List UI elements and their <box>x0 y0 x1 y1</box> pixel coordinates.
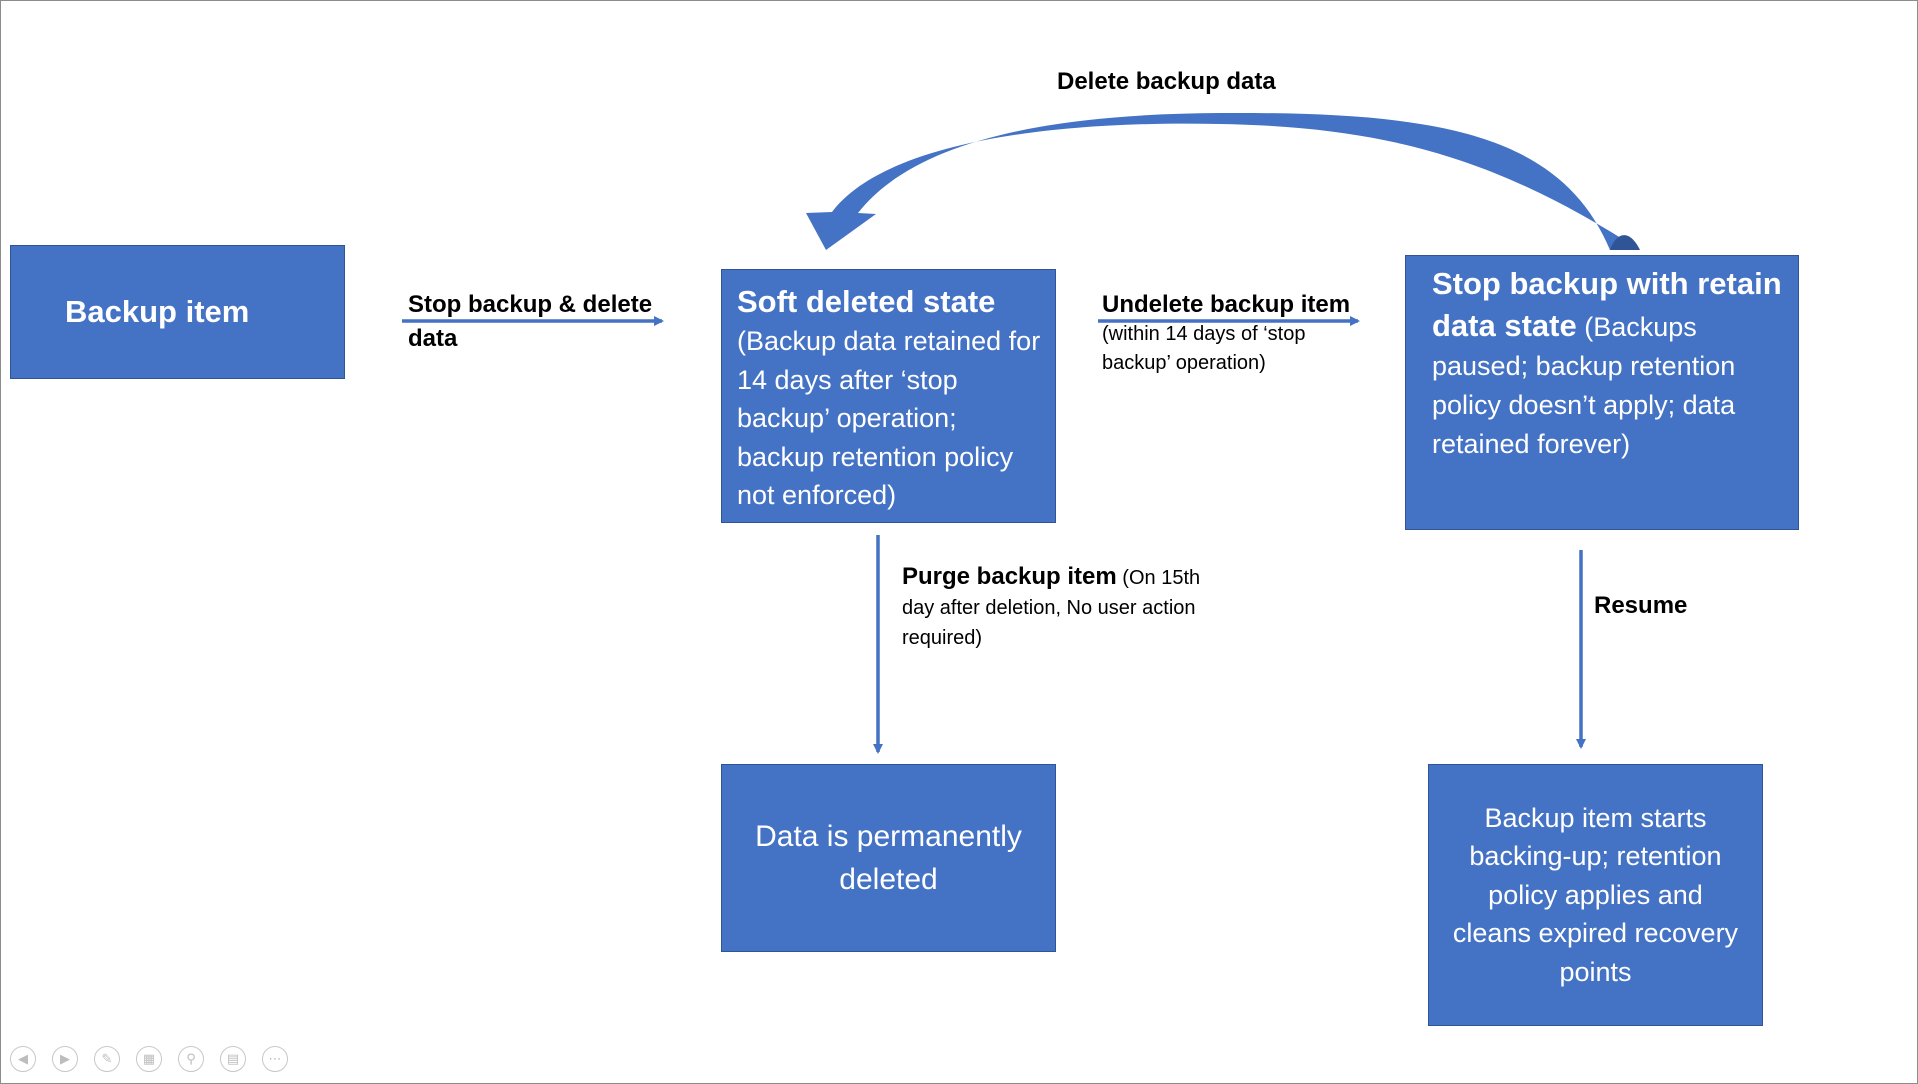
node-stop-retain: Stop backup with retain data state (Back… <box>1405 255 1799 530</box>
node-backup-item-label: Backup item <box>65 294 250 329</box>
next-slide-icon[interactable]: ▶ <box>52 1046 78 1072</box>
subtitles-icon[interactable]: ▤ <box>220 1046 246 1072</box>
node-soft-deleted-detail: (Backup data retained for 14 days after … <box>737 326 1041 510</box>
node-resumed: Backup item starts backing-up; retention… <box>1428 764 1763 1026</box>
edge-label-resume: Resume <box>1594 592 1688 619</box>
node-backup-item: Backup item <box>10 245 345 379</box>
node-resumed-label: Backup item starts backing-up; retention… <box>1452 802 1739 987</box>
edge-label-purge-detail: (On 15th day after deletion, No user act… <box>902 567 1201 649</box>
previous-slide-icon[interactable]: ◀ <box>10 1046 36 1072</box>
edge-label-purge-group: Purge backup item (On 15th day after del… <box>902 562 1227 653</box>
edge-label-delete-backup: Delete backup data <box>1057 68 1276 95</box>
edge-label-undelete-group: Undelete backup item (within 14 days of … <box>1102 290 1362 378</box>
edge-label-undelete: Undelete backup item <box>1102 291 1351 318</box>
node-stop-retain-title: Stop backup with retain data state <box>1432 266 1782 343</box>
edge-label-stop-delete: Stop backup & delete data <box>408 291 653 352</box>
node-soft-deleted: Soft deleted state (Backup data retained… <box>721 269 1056 523</box>
node-soft-deleted-title: Soft deleted state <box>737 284 996 319</box>
arrow-delete-backup <box>806 112 1640 250</box>
edge-label-purge: Purge backup item <box>902 563 1117 590</box>
zoom-icon[interactable]: ⚲ <box>178 1046 204 1072</box>
slides-grid-icon[interactable]: ▦ <box>136 1046 162 1072</box>
node-stop-retain-detail: (Backups paused; backup retention policy… <box>1432 312 1736 459</box>
edge-label-undelete-detail: (within 14 days of ‘stop backup’ operati… <box>1102 323 1306 374</box>
node-permanently-deleted-label: Data is permanently deleted <box>755 820 1022 896</box>
node-permanently-deleted: Data is permanently deleted <box>721 764 1056 952</box>
presenter-toolbar: ◀ ▶ ✎ ▦ ⚲ ▤ ⋯ <box>10 1046 288 1072</box>
pen-icon[interactable]: ✎ <box>94 1046 120 1072</box>
more-options-icon[interactable]: ⋯ <box>262 1046 288 1072</box>
